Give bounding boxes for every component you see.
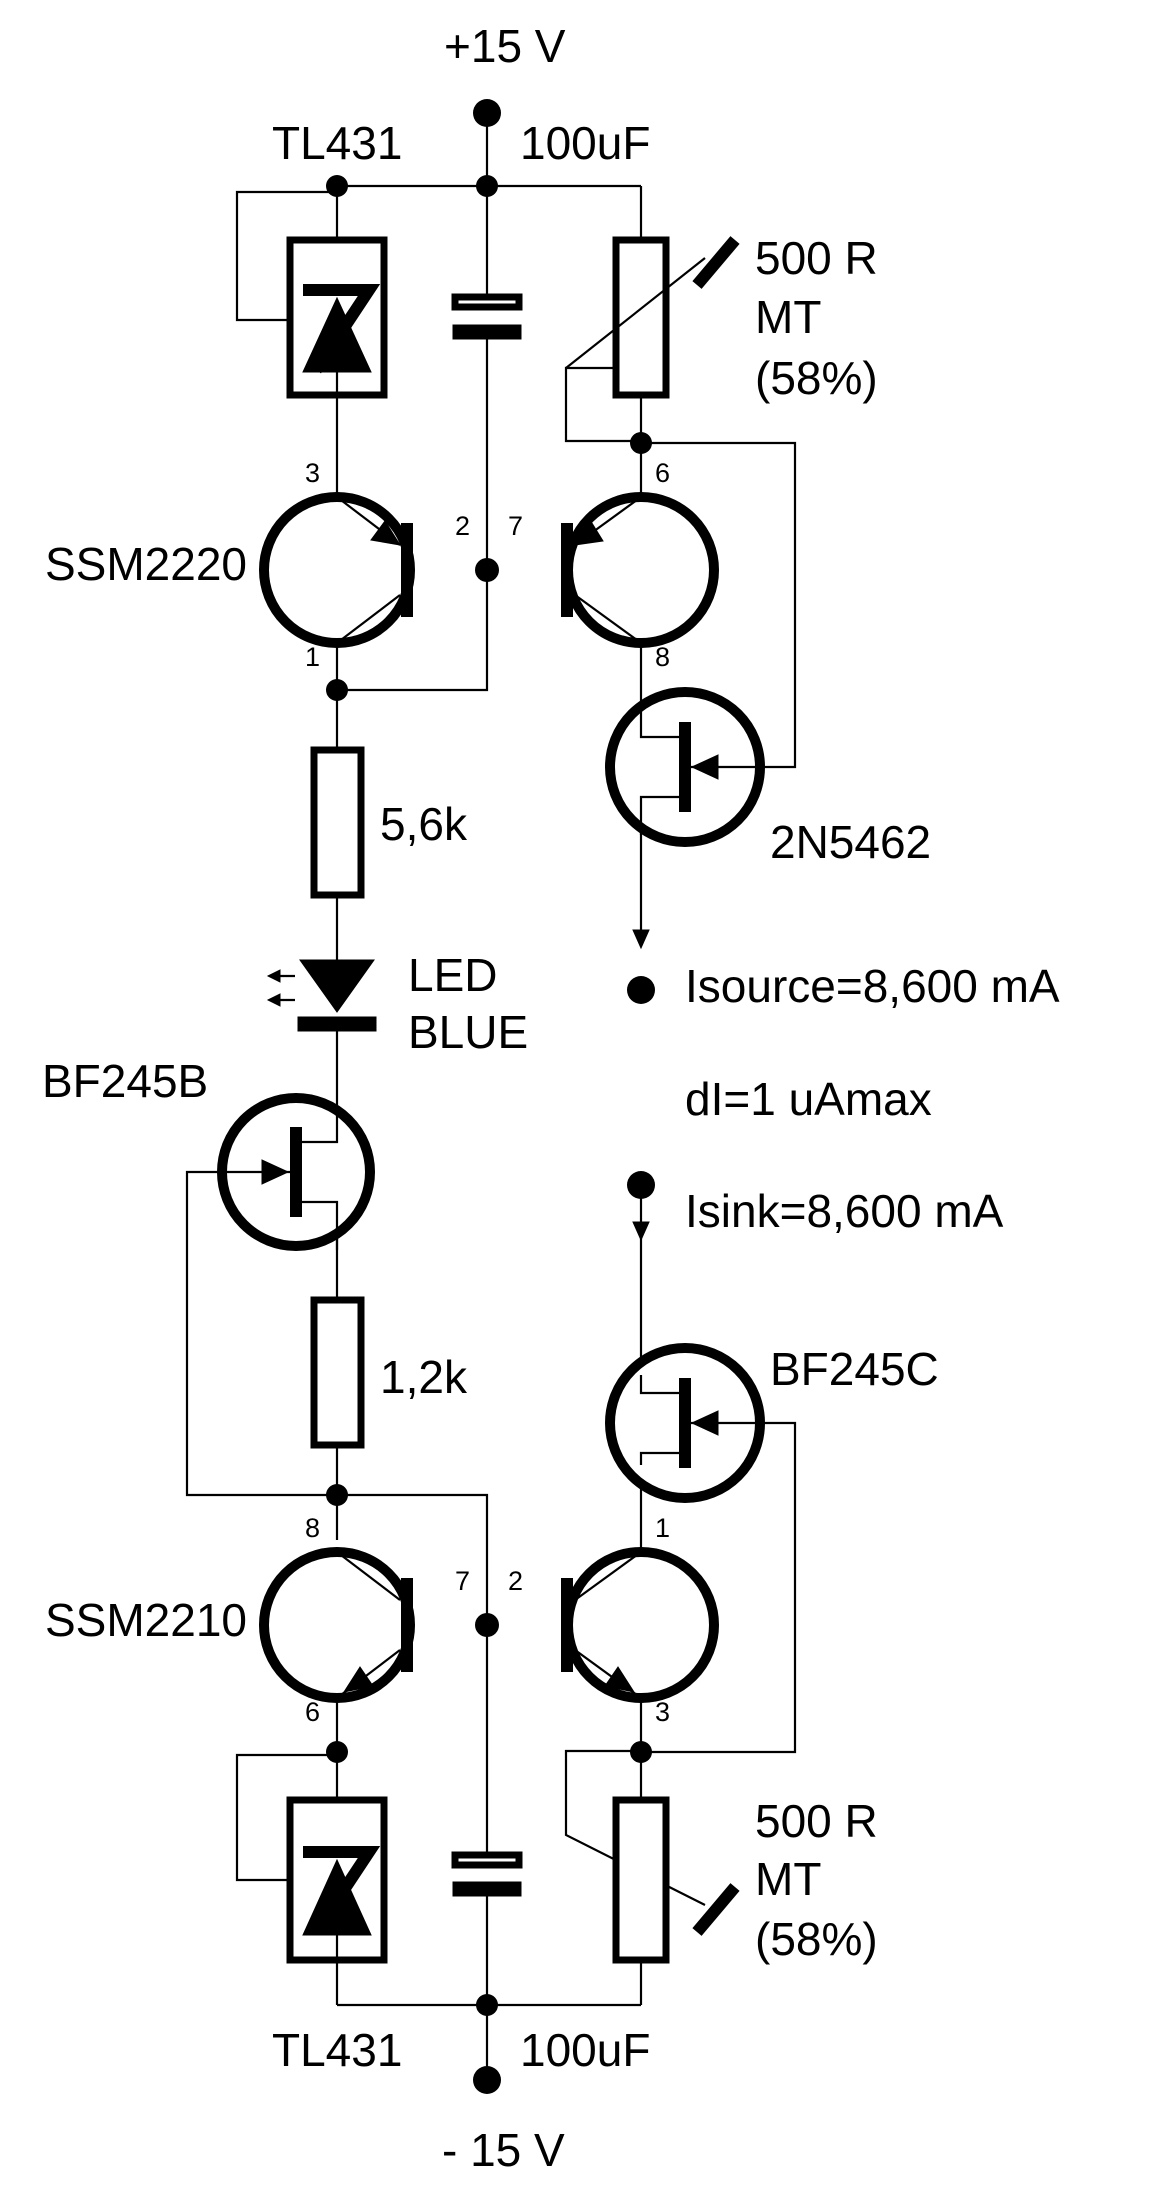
pin-label: 1 xyxy=(305,642,320,672)
capacitor-bottom-symbol xyxy=(451,1851,523,1897)
pin-label: 6 xyxy=(655,458,670,488)
trimmer-top-value: 500 R xyxy=(755,232,878,284)
isink-label: Isink=8,600 mA xyxy=(685,1185,1004,1237)
pin-label: 8 xyxy=(305,1513,320,1543)
pin-label: 2 xyxy=(508,1566,523,1596)
ssm2220-transistor-right xyxy=(561,492,719,648)
ssm2220-label: SSM2220 xyxy=(45,538,247,590)
tl431-top-symbol xyxy=(286,236,388,399)
bf245b-label: BF245B xyxy=(42,1055,208,1107)
jfet-bf245c-symbol xyxy=(605,1343,765,1503)
ssm2210-transistor-right xyxy=(561,1547,719,1703)
resistor-1k2-label: 1,2k xyxy=(380,1351,468,1403)
pin-label: 3 xyxy=(305,458,320,488)
trimmer-bottom-value: 500 R xyxy=(755,1795,878,1847)
isource-label: Isource=8,600 mA xyxy=(685,960,1060,1012)
pin-label: 7 xyxy=(508,511,523,541)
trimmer-top-setting: (58%) xyxy=(755,352,878,404)
led-label-line2: BLUE xyxy=(408,1006,528,1058)
pin-label: 1 xyxy=(655,1513,670,1543)
pin-label: 2 xyxy=(455,511,470,541)
ssm2210-transistor-left xyxy=(259,1547,415,1703)
capacitor-bottom-label: 100uF xyxy=(520,2024,650,2076)
junction-dots xyxy=(326,99,655,2094)
resistor-5k6-symbol xyxy=(310,746,365,899)
capacitor-top-label: 100uF xyxy=(520,117,650,169)
jfet-2n5462-symbol xyxy=(605,687,765,847)
supply-positive-label: +15 V xyxy=(444,20,566,72)
led-label-line1: LED xyxy=(408,949,497,1001)
pin-label: 6 xyxy=(305,1697,320,1727)
tl431-bottom-label: TL431 xyxy=(272,2024,402,2076)
resistor-1k2-symbol xyxy=(310,1296,365,1449)
trimmer-top-symbol xyxy=(565,236,740,399)
jfet-bf245b-symbol xyxy=(217,1093,375,1251)
ssm2210-label: SSM2210 xyxy=(45,1594,247,1646)
resistor-5k6-label: 5,6k xyxy=(380,798,468,850)
jfet-2n5462-label: 2N5462 xyxy=(770,816,931,868)
spec-label: dI=1 uAmax xyxy=(685,1073,932,1125)
ssm2220-transistor-left xyxy=(259,492,415,648)
trimmer-top-type: MT xyxy=(755,291,821,343)
pin-label: 8 xyxy=(655,642,670,672)
trimmer-bottom-setting: (58%) xyxy=(755,1913,878,1965)
trimmer-bottom-symbol xyxy=(612,1796,740,1964)
bf245c-label: BF245C xyxy=(770,1343,939,1395)
pin-label: 7 xyxy=(455,1566,470,1596)
trimmer-bottom-type: MT xyxy=(755,1853,821,1905)
tl431-top-label: TL431 xyxy=(272,117,402,169)
led-blue-symbol xyxy=(266,959,377,1032)
pin-label: 3 xyxy=(655,1697,670,1727)
capacitor-top-symbol xyxy=(451,293,523,340)
supply-negative-label: - 15 V xyxy=(442,2124,565,2176)
labels: +15 V TL431 100uF 500 R MT (58%) 3 2 7 6… xyxy=(42,20,1060,2176)
tl431-bottom-symbol xyxy=(286,1796,388,1964)
current-arrows xyxy=(632,929,650,1242)
